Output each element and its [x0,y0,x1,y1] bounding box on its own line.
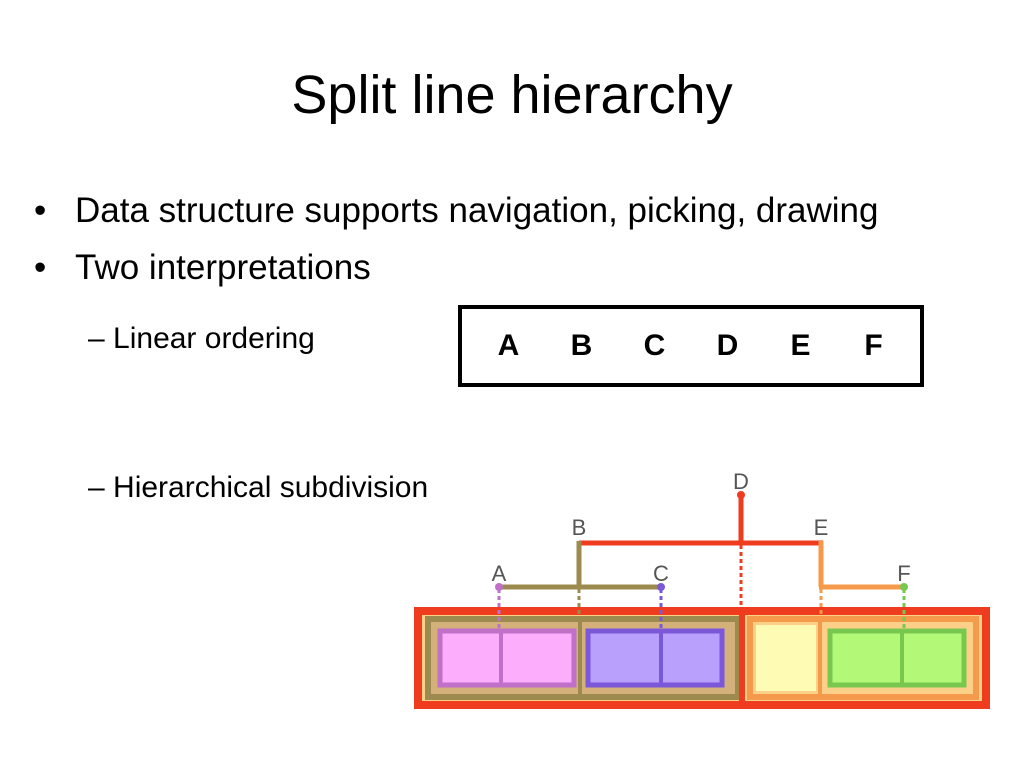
box-e-left [756,625,816,691]
linear-label-e: E [790,329,811,362]
bullet-marker: • [34,191,47,230]
node-f [900,583,908,591]
linear-label-c: C [643,329,666,362]
sub-bullet-text: Linear ordering [113,322,315,355]
node-label-f: F [897,561,910,586]
linear-label-d: D [716,329,739,362]
bullet-marker: • [34,248,47,287]
bullet-text: Data structure supports navigation, pick… [75,191,879,230]
sub-bullet-marker: – [88,471,105,504]
node-label-b: B [572,515,587,540]
slide-title: Split line hierarchy [291,65,733,125]
node-d [737,491,745,499]
linear-label-b: B [570,329,593,362]
sub-bullet-hierarchical: – Hierarchical subdivision [88,470,428,506]
bullet-text: Two interpretations [75,248,371,287]
sub-bullet-linear: – Linear ordering [88,321,315,357]
linear-ordering-box: A B C D E F [458,305,924,387]
bullet-item-data-structure: • Data structure supports navigation, pic… [34,190,878,232]
bullet-item-interpretations: • Two interpretations [34,247,371,289]
box-f [827,628,967,688]
node-label-e: E [814,515,829,540]
node-label-c: C [653,561,669,586]
node-label-a: A [492,561,507,586]
box-a [437,628,577,688]
node-label-d: D [733,469,749,494]
linear-label-a: A [497,329,520,362]
hierarchy-diagram: D B E A C F [414,469,990,709]
sub-bullet-text: Hierarchical subdivision [113,471,429,504]
box-c [585,628,725,688]
node-a [495,583,503,591]
linear-label-f: F [864,329,883,362]
sub-bullet-marker: – [88,322,105,355]
node-c [657,583,665,591]
